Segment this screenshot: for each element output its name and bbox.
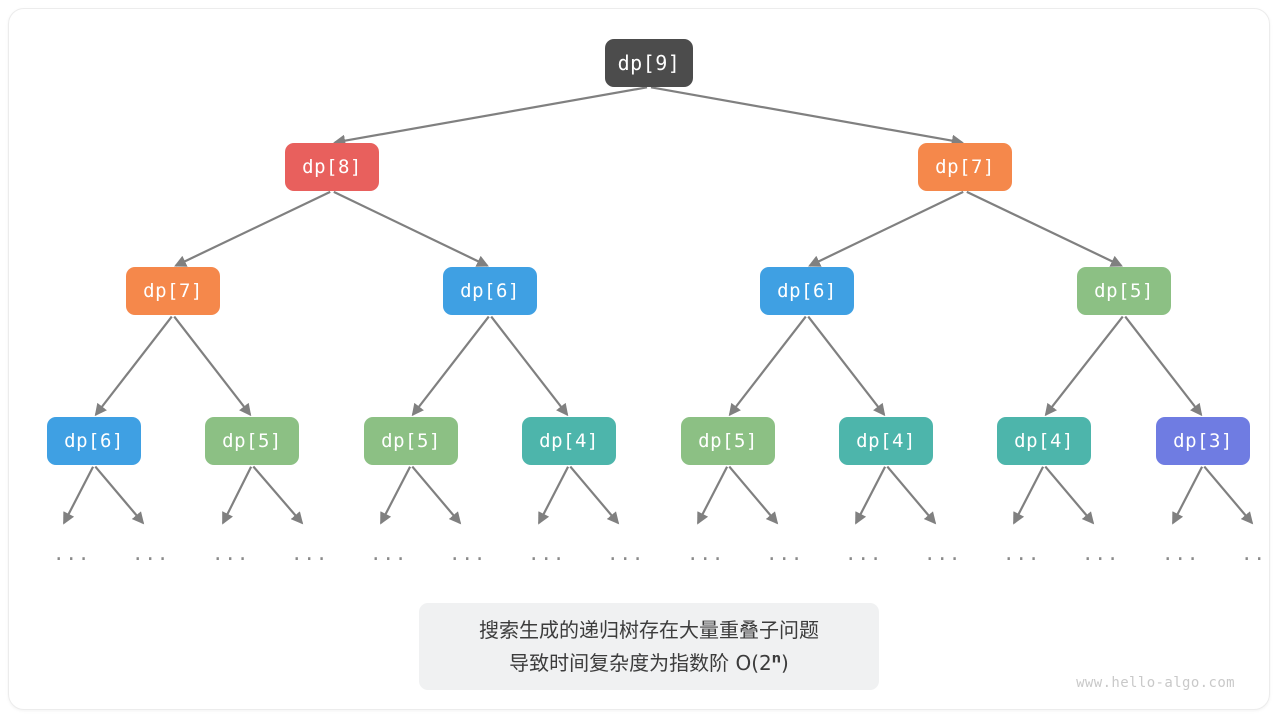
leaf-edge — [380, 466, 412, 525]
leaf-edge — [697, 466, 729, 525]
leaf-edge — [411, 465, 462, 525]
caption-line-2-prefix: 导致时间复杂度为指数阶 O(2 — [509, 650, 772, 675]
tree-edge — [1124, 315, 1203, 417]
tree-node-label: dp[3] — [1173, 430, 1233, 452]
ellipsis-marker: ... — [687, 543, 725, 565]
leaf-edge — [94, 465, 145, 525]
watermark: www.hello-algo.com — [1076, 675, 1235, 691]
tree-node-n7: dp[6] — [47, 417, 141, 465]
leaf-edge — [855, 466, 887, 525]
ellipsis-marker: ... — [370, 543, 408, 565]
leaf-edge — [569, 465, 620, 525]
tree-node-n2: dp[7] — [918, 143, 1012, 191]
ellipsis-marker: ... — [212, 543, 250, 565]
tree-edge — [490, 315, 569, 417]
caption-box: 搜索生成的递归树存在大量重叠子问题 导致时间复杂度为指数阶 O(2n) — [419, 603, 879, 690]
tree-node-n14: dp[3] — [1156, 417, 1250, 465]
tree-edge — [333, 86, 648, 147]
tree-edge — [333, 190, 489, 267]
tree-edge — [807, 315, 886, 417]
tree-node-label: dp[5] — [1094, 280, 1154, 302]
leaf-edge — [538, 466, 570, 525]
tree-node-n11: dp[5] — [681, 417, 775, 465]
tree-node-n4: dp[6] — [443, 267, 537, 315]
tree-node-label: dp[4] — [856, 430, 916, 452]
tree-node-n1: dp[8] — [285, 143, 379, 191]
tree-node-label: dp[5] — [698, 430, 758, 452]
ellipsis-marker: ... — [607, 543, 645, 565]
caption-exponent: n — [771, 650, 782, 666]
tree-node-label: dp[4] — [1014, 430, 1074, 452]
leaf-edge — [1044, 465, 1095, 525]
ellipsis-marker: ... — [1162, 543, 1200, 565]
ellipsis-marker: ... — [449, 543, 487, 565]
tree-node-label: dp[5] — [381, 430, 441, 452]
tree-node-n5: dp[6] — [760, 267, 854, 315]
ellipsis-marker: ... — [291, 543, 329, 565]
ellipsis-marker: ... — [1003, 543, 1041, 565]
leaf-edges — [63, 465, 1254, 525]
tree-node-label: dp[8] — [302, 156, 362, 178]
ellipsis-marker: ... — [1082, 543, 1120, 565]
caption-line-2-suffix: ) — [781, 650, 789, 675]
tree-node-label: dp[7] — [143, 280, 203, 302]
tree-edge — [650, 86, 964, 147]
ellipsis-marker: ... — [528, 543, 566, 565]
ellipsis-marker: ... — [766, 543, 804, 565]
leaf-edge — [63, 466, 95, 525]
ellipsis-marker: ... — [53, 543, 91, 565]
tree-node-label: dp[6] — [64, 430, 124, 452]
ellipsis-marker: ... — [1241, 543, 1269, 565]
tree-edge — [728, 315, 807, 417]
diagram-card: dp[9] dp[8] dp[7] dp[7] dp[6] dp[6] dp[5] dp[6]… — [8, 8, 1270, 710]
tree-node-label: dp[6] — [460, 280, 520, 302]
caption-line-2: 导致时间复杂度为指数阶 O(2n) — [509, 647, 789, 680]
leaf-edge — [728, 465, 779, 525]
tree-node-label: dp[4] — [539, 430, 599, 452]
leaf-edge — [252, 465, 304, 525]
ellipsis-marker: ... — [924, 543, 962, 565]
tree-edges — [94, 86, 1203, 417]
tree-edge — [808, 190, 964, 267]
tree-node-label: dp[6] — [777, 280, 837, 302]
tree-node-n9: dp[5] — [364, 417, 458, 465]
tree-edge — [411, 315, 490, 417]
tree-node-n13: dp[4] — [997, 417, 1091, 465]
tree-node-label: dp[7] — [935, 156, 995, 178]
tree-node-n3: dp[7] — [126, 267, 220, 315]
ellipsis-marker: ... — [845, 543, 883, 565]
leaf-edge — [1172, 466, 1204, 525]
leaf-edge — [886, 465, 937, 525]
tree-node-label: dp[9] — [617, 51, 681, 75]
tree-node-n6: dp[5] — [1077, 267, 1171, 315]
caption-line-1: 搜索生成的递归树存在大量重叠子问题 — [479, 617, 819, 642]
tree-edge — [174, 190, 331, 267]
tree-node-n8: dp[5] — [205, 417, 299, 465]
tree-edge — [1044, 315, 1124, 417]
tree-node-n12: dp[4] — [839, 417, 933, 465]
tree-edge — [94, 315, 173, 417]
tree-edge — [173, 315, 252, 417]
tree-node-n0: dp[9] — [605, 39, 693, 87]
leaf-edge — [222, 466, 253, 525]
tree-node-n10: dp[4] — [522, 417, 616, 465]
leaf-edge — [1203, 465, 1254, 525]
tree-edge — [966, 190, 1123, 267]
leaf-edge — [1013, 466, 1045, 525]
ellipsis-marker: ... — [132, 543, 170, 565]
tree-node-label: dp[5] — [222, 430, 282, 452]
